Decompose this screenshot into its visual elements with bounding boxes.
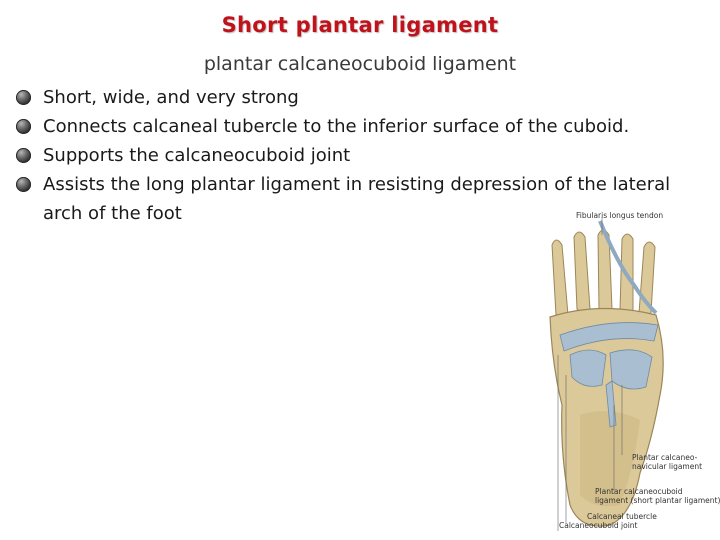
label-plantar-calcaneocuboid-2: ligament (short plantar ligament): [595, 496, 720, 505]
slide-subtitle: plantar calcaneocuboid ligament: [203, 53, 517, 75]
bullet-item: Connects calcaneal tubercle to the infer…: [16, 112, 706, 141]
slide-title: Short plantar ligament: [221, 13, 499, 37]
bullet-icon: [16, 119, 31, 134]
foot-bones-drawing: [549, 217, 664, 531]
bullet-item: Assists the long plantar ligament in res…: [16, 170, 706, 228]
bullet-text: Assists the long plantar ligament in res…: [43, 174, 671, 224]
bullet-list: Short, wide, and very strong Connects ca…: [16, 83, 706, 228]
label-plantar-calcaneonavicular-1: Plantar calcaneo-: [632, 453, 698, 462]
bullet-text: Connects calcaneal tubercle to the infer…: [43, 116, 630, 137]
foot-ligament-illustration: Fibularis longus tendon Plantar calcaneo…: [540, 205, 720, 540]
bullet-text: Supports the calcaneocuboid joint: [43, 145, 351, 166]
bullet-text: Short, wide, and very strong: [43, 87, 299, 108]
label-fibularis-longus-tendon: Fibularis longus tendon: [576, 211, 664, 220]
bullet-item: Short, wide, and very strong: [16, 83, 706, 112]
bullet-icon: [16, 177, 31, 192]
label-plantar-calcaneocuboid-1: Plantar calcaneocuboid: [595, 487, 683, 496]
bullet-item: Supports the calcaneocuboid joint: [16, 141, 706, 170]
bullet-icon: [16, 148, 31, 163]
bullet-icon: [16, 90, 31, 105]
label-calcaneal-tubercle: Calcaneal tubercle: [587, 512, 657, 521]
label-plantar-calcaneonavicular-2: navicular ligament: [632, 462, 703, 471]
label-calcaneocuboid-joint: Calcaneocuboid joint: [559, 521, 638, 530]
